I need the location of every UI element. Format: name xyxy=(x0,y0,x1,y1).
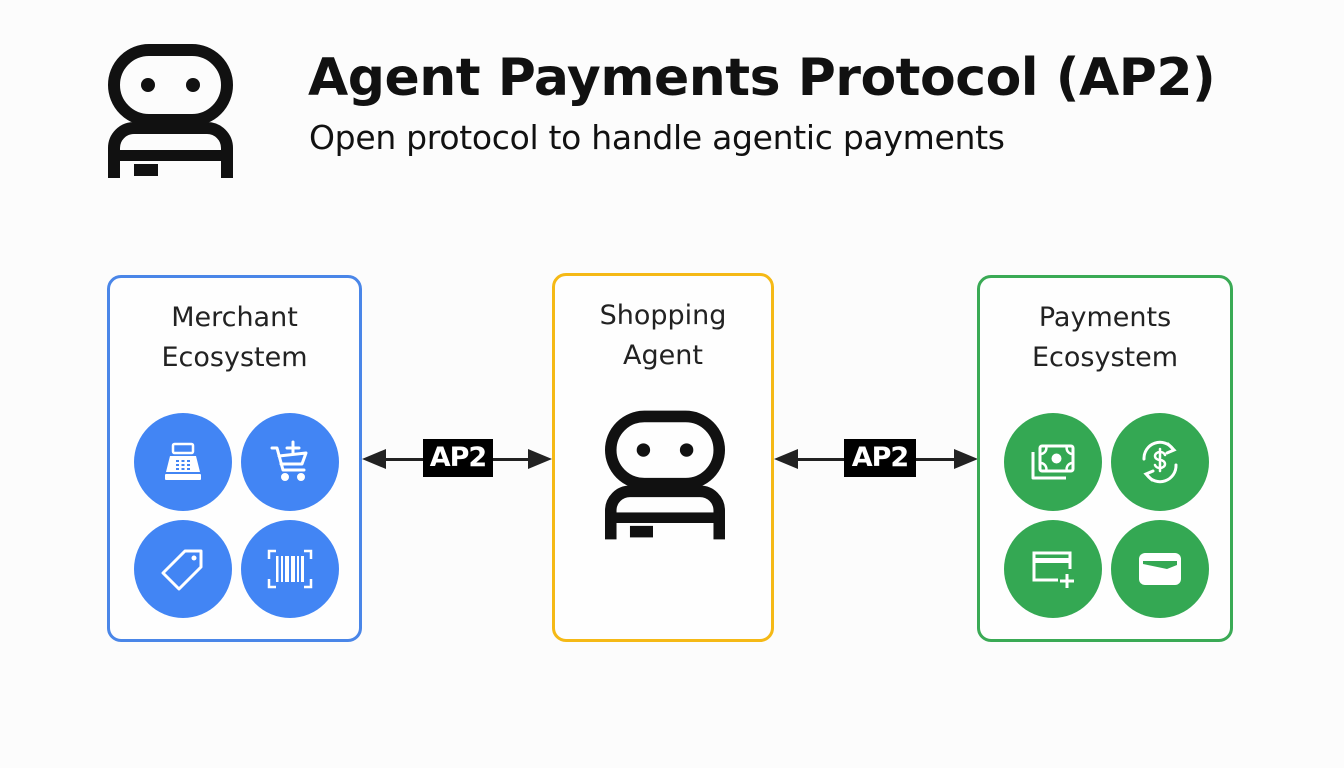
wallet-icon xyxy=(1111,520,1209,618)
arrow-right-icon xyxy=(954,449,978,469)
cash-register-icon xyxy=(134,413,232,511)
banknotes-icon xyxy=(1004,413,1102,511)
currency-exchange-icon xyxy=(1111,413,1209,511)
panel-label-line2: Agent xyxy=(623,340,703,371)
panel-label-line2: Ecosystem xyxy=(161,342,308,373)
panel-label-line1: Shopping xyxy=(599,300,727,331)
merchant-ecosystem-panel: Merchant Ecosystem xyxy=(107,275,362,642)
add-to-cart-icon xyxy=(241,413,339,511)
ap2-connector-agent-payments: AP2 xyxy=(774,436,978,482)
robot-agent-icon xyxy=(605,405,725,549)
shopping-agent-panel: Shopping Agent xyxy=(552,273,774,642)
robot-agent-icon xyxy=(108,44,233,178)
ap2-label: AP2 xyxy=(423,439,493,477)
price-tag-icon xyxy=(134,520,232,618)
panel-label-line2: Ecosystem xyxy=(1031,342,1179,373)
page-title: Agent Payments Protocol (AP2) xyxy=(308,48,1216,108)
panel-label-line1: Payments xyxy=(1038,302,1172,333)
page-subtitle: Open protocol to handle agentic payments xyxy=(309,118,1005,157)
arrow-right-icon xyxy=(528,449,552,469)
arrow-left-icon xyxy=(774,449,798,469)
barcode-scan-icon xyxy=(241,520,339,618)
arrow-left-icon xyxy=(362,449,386,469)
add-card-icon xyxy=(1004,520,1102,618)
ap2-label: AP2 xyxy=(844,439,916,477)
ap2-connector-merchant-agent: AP2 xyxy=(362,436,552,482)
panel-label-line1: Merchant xyxy=(171,302,298,333)
payments-ecosystem-panel: Payments Ecosystem xyxy=(977,275,1233,642)
